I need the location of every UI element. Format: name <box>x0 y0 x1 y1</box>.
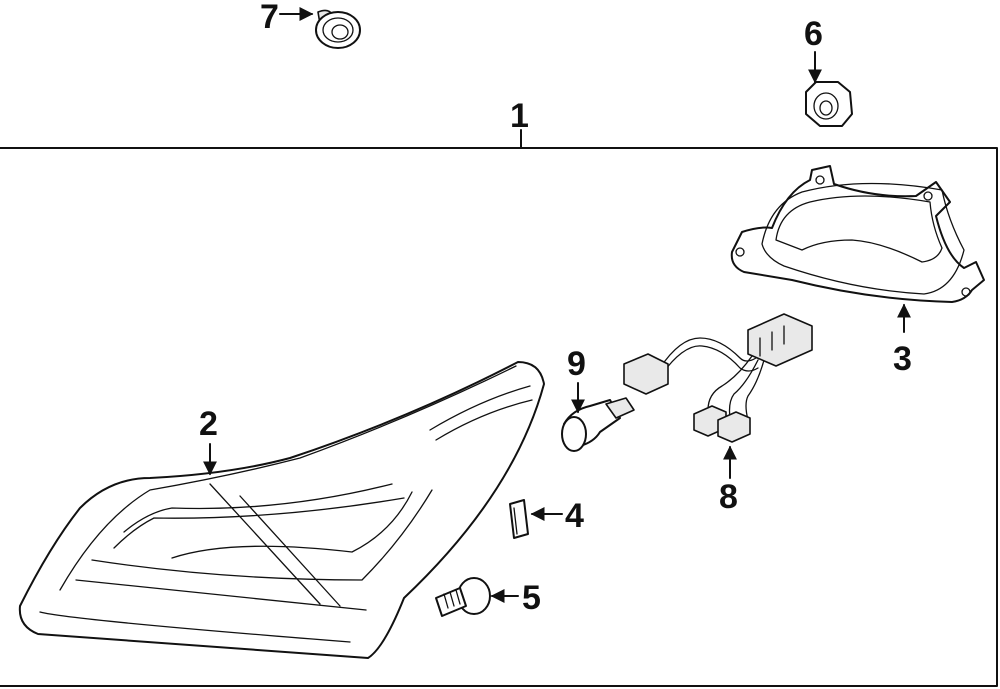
callout-6: 6 <box>804 15 823 53</box>
callout-1: 1 <box>510 97 529 135</box>
bulb-socket-9-icon <box>561 397 635 452</box>
callout-5: 5 <box>522 579 541 617</box>
clip-4-icon <box>509 499 529 539</box>
callout-8: 8 <box>719 478 738 516</box>
screw-5-icon <box>435 577 491 617</box>
wiring-harness-8-icon <box>623 313 813 443</box>
callout-7: 7 <box>260 0 279 36</box>
nut-6-icon <box>805 81 853 127</box>
callout-3: 3 <box>893 340 912 378</box>
clip-7-icon <box>315 9 361 49</box>
callout-4: 4 <box>565 497 584 535</box>
assembly-bracket <box>0 129 998 687</box>
callout-2: 2 <box>199 405 218 443</box>
callout-9: 9 <box>567 345 586 383</box>
tail-lamp-lens-2-icon <box>18 361 545 659</box>
gasket-3-icon <box>730 165 985 303</box>
